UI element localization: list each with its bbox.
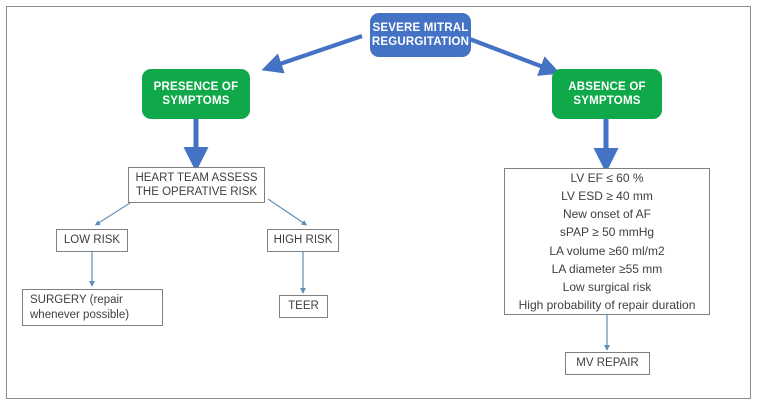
criteria-line-spap: sPAP ≥ 50 mmHg: [559, 225, 655, 240]
node-severe-mitral-regurgitation[interactable]: SEVERE MITRAL REGURGITATION: [370, 13, 471, 57]
node-presence-of-symptoms[interactable]: PRESENCE OF SYMPTOMS: [142, 69, 250, 119]
criteria-line-repair-probability: High probability of repair duration: [518, 298, 696, 313]
criteria-line-low-surgical-risk: Low surgical risk: [562, 279, 652, 294]
node-heart-team-assess[interactable]: HEART TEAM ASSESS THE OPERATIVE RISK: [128, 167, 265, 203]
node-low-risk[interactable]: LOW RISK: [56, 229, 128, 252]
criteria-line-la-diameter: LA diameter ≥55 mm: [551, 261, 663, 276]
node-surgery[interactable]: SURGERY (repair whenever possible): [22, 289, 163, 326]
criteria-line-new-onset-af: New onset of AF: [562, 207, 652, 222]
criteria-line-lv-ef: LV EF ≤ 60 %: [570, 170, 644, 185]
criteria-line-la-volume: LA volume ≥60 ml/m2: [549, 243, 665, 258]
criteria-line-lv-esd: LV ESD ≥ 40 mm: [561, 188, 653, 203]
node-absence-of-symptoms[interactable]: ABSENCE OF SYMPTOMS: [552, 69, 662, 119]
node-mv-repair[interactable]: MV REPAIR: [565, 352, 650, 375]
node-asymptomatic-criteria[interactable]: LV EF ≤ 60 % LV ESD ≥ 40 mm New onset of…: [504, 168, 710, 315]
node-high-risk[interactable]: HIGH RISK: [267, 229, 339, 252]
node-teer[interactable]: TEER: [279, 295, 328, 318]
